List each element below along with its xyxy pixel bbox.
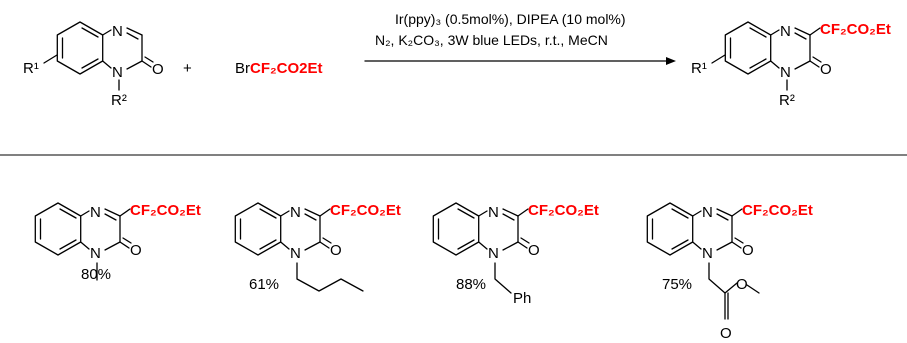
svg-text:N: N <box>702 204 713 221</box>
svg-text:N: N <box>90 204 101 221</box>
svg-text:R¹: R¹ <box>691 60 707 77</box>
product-cf2co2et: CF₂CO₂Et <box>820 21 891 38</box>
example-4-ester-o: O <box>736 276 748 293</box>
conditions-line-1: Ir(ppy)₃ (0.5mol%), DIPEA (10 mol%) <box>395 11 626 27</box>
arrow-head <box>666 57 676 65</box>
substrate-r1: R¹ <box>23 60 39 77</box>
substrate-carbonyl-o: O <box>152 61 164 78</box>
svg-text:O: O <box>742 242 754 259</box>
svg-text:N: N <box>290 204 301 221</box>
example-3-yield: 88% <box>456 276 486 293</box>
svg-text:N: N <box>780 64 791 81</box>
example-3-ph: Ph <box>513 290 531 307</box>
substrate-structure: N N O R² R¹ <box>23 21 164 109</box>
svg-text:N: N <box>90 245 101 262</box>
example-2-yield: 61% <box>249 276 279 293</box>
svg-text:O: O <box>330 242 342 259</box>
example-4-group: CF₂CO₂Et <box>742 202 813 219</box>
substrate-n-top: N <box>112 23 123 40</box>
plus-sign: + <box>183 60 192 77</box>
example-4: N N O CF₂CO₂Et O O 75% <box>646 202 813 342</box>
svg-text:N: N <box>780 23 791 40</box>
substrate-r2: R² <box>111 92 127 109</box>
example-1-group: CF₂CO₂Et <box>130 202 201 219</box>
example-4-yield: 75% <box>662 276 692 293</box>
svg-text:N: N <box>290 245 301 262</box>
reagent-label: BrCF₂CO2Et <box>235 60 323 77</box>
example-1-yield: 80% <box>81 266 111 283</box>
conditions-line-2: N₂, K₂CO₃, 3W blue LEDs, r.t., MeCN <box>375 32 608 48</box>
svg-text:N: N <box>702 245 713 262</box>
svg-text:O: O <box>528 242 540 259</box>
example-1: N N O CF₂CO₂Et 80% <box>34 202 201 283</box>
example-4-carbonyl-o: O <box>720 325 732 342</box>
svg-text:O: O <box>130 242 142 259</box>
svg-text:R²: R² <box>779 92 795 109</box>
example-3: N N O CF₂CO₂Et Ph 88% <box>432 202 599 307</box>
example-2: N N O CF₂CO₂Et 61% <box>234 202 401 293</box>
svg-text:O: O <box>820 61 832 78</box>
product-structure: N N O CF₂CO₂Et R² R¹ <box>691 21 891 109</box>
example-3-group: CF₂CO₂Et <box>528 202 599 219</box>
substrate-n-bottom: N <box>112 64 123 81</box>
svg-text:N: N <box>488 204 499 221</box>
example-2-group: CF₂CO₂Et <box>330 202 401 219</box>
svg-text:N: N <box>488 245 499 262</box>
